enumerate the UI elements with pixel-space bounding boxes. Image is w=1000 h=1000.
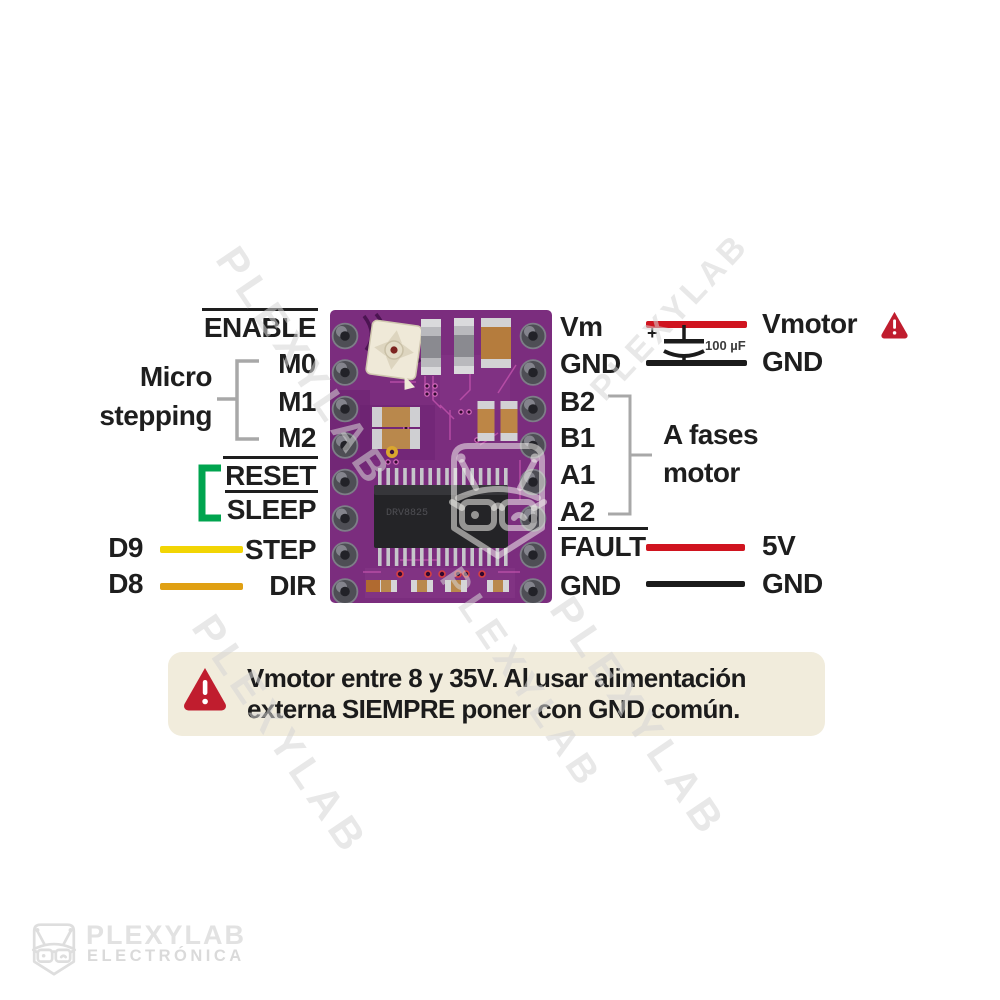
gnd-wire-black-top: [646, 359, 747, 366]
pin-label-a1: A1: [560, 458, 595, 490]
svg-text:DRV8825: DRV8825: [386, 508, 428, 519]
pin-label-gnd-top: GND: [560, 348, 621, 380]
microstepping-label-line2: stepping: [99, 400, 212, 431]
step-wire-yellow: [160, 545, 243, 553]
pin-label-dir: DIR: [269, 570, 316, 602]
reset-sleep-bracket: [198, 464, 221, 522]
warning-icon-small: [881, 311, 908, 339]
brand-subtitle: ELECTRÓNICA: [87, 947, 245, 965]
gnd-supply-label-bottom: GND: [762, 568, 823, 599]
motor-phases-label-line2: motor: [663, 457, 740, 488]
brand-name: PLEXYLAB: [86, 920, 247, 950]
pin-label-m0: M0: [278, 348, 316, 380]
arduino-pin-d9-label: D9: [108, 532, 143, 563]
warning-text-line2: externa SIEMPRE poner con GND común.: [247, 694, 740, 724]
watermark-logo-icon: [438, 436, 558, 564]
pin-label-reset: RESET: [108, 455, 318, 491]
motor-phases-bracket: [608, 394, 652, 516]
warning-box: Vmotor entre 8 y 35V. Al usar alimentaci…: [168, 652, 825, 736]
arduino-pin-d8-label: D8: [108, 568, 143, 599]
pin-label-a2: A2: [560, 495, 595, 527]
pin-label-m2: M2: [278, 422, 316, 454]
warning-icon-large: [184, 668, 226, 711]
pin-label-vm: Vm: [560, 311, 603, 343]
vmotor-wire-red: [646, 320, 747, 328]
pin-label-gnd-bottom: GND: [560, 570, 621, 602]
pin-label-enable: ENABLE: [108, 306, 318, 343]
capacitor-value-label: 100 µF: [705, 338, 746, 353]
microstepping-bracket: [217, 359, 259, 441]
fault-wire-red: [646, 543, 745, 551]
capacitor-plus-sign: +: [647, 323, 658, 343]
motor-phases-label-line1: A fases: [663, 419, 759, 450]
capacitor-symbol: [663, 325, 705, 363]
five-volt-label: 5V: [762, 530, 796, 561]
warning-text-line1: Vmotor entre 8 y 35V. Al usar alimentaci…: [247, 663, 746, 693]
gnd-wire-black-bottom: [646, 581, 745, 587]
brand-logo-icon: [31, 923, 77, 976]
pin-label-m1: M1: [278, 385, 316, 417]
microstepping-label-line1: Micro: [139, 361, 213, 392]
dir-wire-orange: [160, 582, 243, 590]
pcb-board: DRV8825: [330, 310, 552, 603]
pin-label-sleep: SLEEP: [108, 488, 318, 525]
pin-label-fault: FAULT: [558, 526, 728, 562]
pin-label-b1: B1: [560, 421, 595, 453]
vmotor-label: Vmotor: [762, 308, 858, 339]
pin-label-step: STEP: [244, 534, 317, 566]
gnd-supply-label-top: GND: [762, 346, 823, 377]
pin-label-b2: B2: [560, 385, 595, 417]
